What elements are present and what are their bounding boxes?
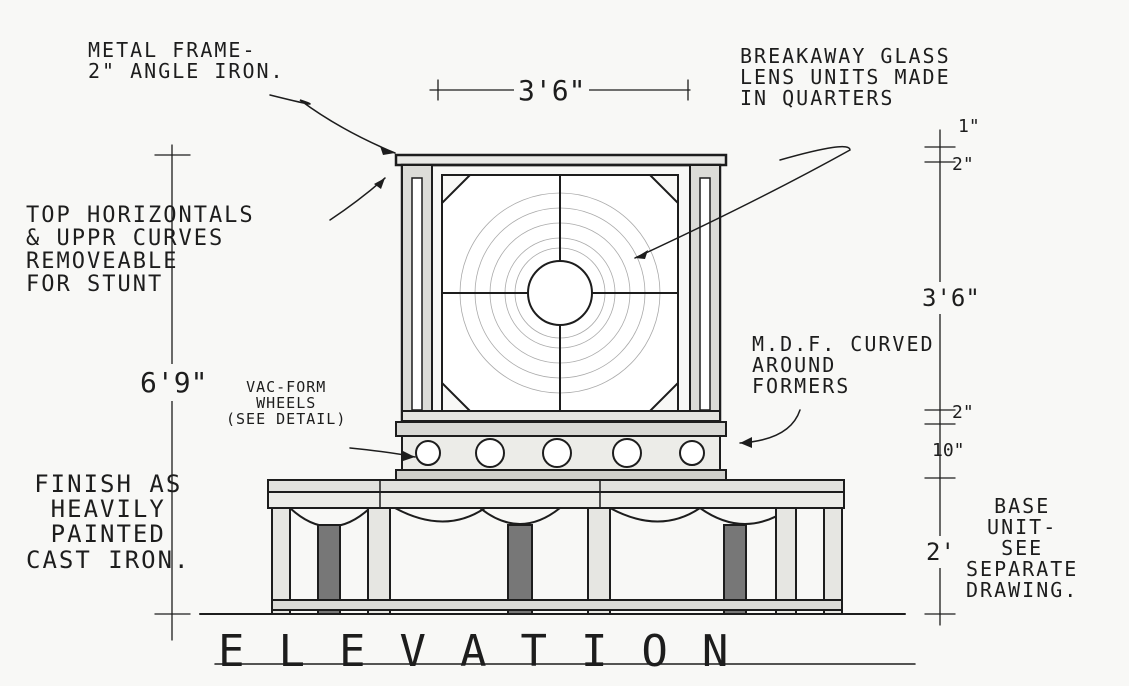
dim-10in: 10" [932, 440, 965, 461]
note-line: & UPPR CURVES [26, 226, 225, 252]
vac-form-wheel [475, 438, 505, 468]
wheel-band [395, 421, 727, 481]
note-finish: FINISH AS HEAVILY PAINTED CAST IRON. [26, 470, 191, 574]
dim-2in-top: 2" [952, 154, 974, 175]
note-line: FORMERS [752, 374, 851, 398]
note-line: TOP HORIZONTALS [26, 203, 255, 228]
note-line: UNIT- [987, 515, 1058, 539]
note-line: REMOVEABLE [26, 249, 179, 275]
base-unit [267, 479, 845, 615]
dim-lens-height: 3'6" [920, 282, 982, 314]
vac-form-wheel [612, 438, 642, 468]
dim-base-height: 2' [924, 536, 957, 568]
drawing-title: ELEVATION [218, 626, 763, 677]
note-line: BREAKAWAY GLASS [740, 44, 951, 68]
note-line: VAC-FORM [246, 378, 327, 396]
lens-center [527, 260, 593, 326]
note-top-horizontals: TOP HORIZONTALS & UPPR CURVES REMOVEABLE… [26, 204, 255, 296]
note-line: IN QUARTERS [740, 86, 895, 110]
dim-2in-mid: 2" [952, 402, 974, 423]
note-line: FOR STUNT [26, 272, 164, 298]
vac-form-wheel [679, 440, 705, 466]
note-line: WHEELS [256, 393, 317, 412]
note-line: DRAWING. [966, 578, 1079, 602]
note-line: HEAVILY [50, 495, 166, 524]
dim-width-top: 3'6" [514, 74, 590, 107]
vac-form-wheel [415, 440, 441, 466]
note-metal-frame: METAL FRAME- 2" ANGLE IRON. [88, 40, 285, 82]
note-line: LENS UNITS MADE [740, 65, 951, 89]
dim-overall-height: 6'9" [138, 364, 210, 401]
note-vac-form: VAC-FORM WHEELS (SEE DETAIL) [226, 378, 347, 428]
note-line: (SEE DETAIL) [226, 409, 347, 428]
note-line: METAL FRAME- [88, 38, 257, 62]
note-line: 2" ANGLE IRON. [88, 59, 285, 83]
note-base-unit: BASE UNIT- SEE SEPARATE DRAWING. [966, 496, 1078, 601]
note-mdf: M.D.F. CURVED AROUND FORMERS [752, 334, 935, 397]
dim-1in: 1" [958, 116, 980, 137]
note-line: SEPARATE [966, 557, 1079, 581]
note-line: CAST IRON. [26, 545, 191, 574]
note-line: FINISH AS [34, 470, 183, 498]
vac-form-wheel [542, 438, 572, 468]
note-line: SEE [1001, 536, 1044, 560]
note-line: PAINTED [50, 520, 166, 549]
note-line: M.D.F. CURVED [752, 332, 935, 356]
note-line: AROUND [752, 353, 837, 377]
note-line: BASE [994, 494, 1051, 518]
lantern-frame [394, 153, 728, 422]
note-breakaway-lens: BREAKAWAY GLASS LENS UNITS MADE IN QUART… [740, 46, 951, 109]
